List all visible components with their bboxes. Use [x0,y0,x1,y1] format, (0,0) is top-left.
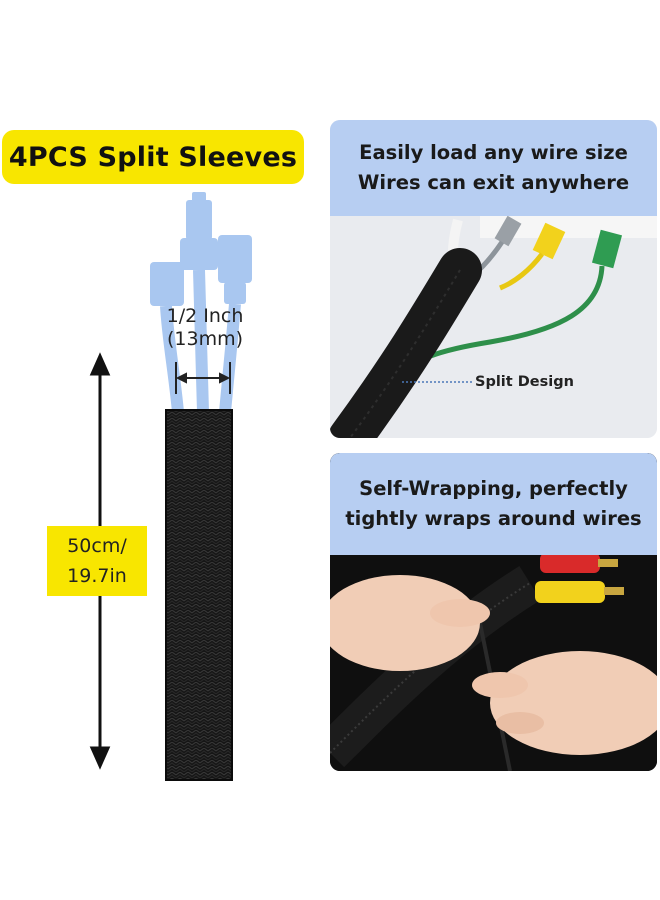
length-badge: 50cm/ 19.7in [47,526,147,596]
length-in: 19.7in [67,565,127,587]
product-title-badge: 4PCS Split Sleeves [2,130,304,184]
left-hand [330,575,480,671]
split-design-header: Easily load any wire size Wires can exit… [330,120,657,216]
split-design-callout: Split Design [475,374,574,390]
diameter-mm: (13mm) [166,328,244,350]
wrap-header-line2: tightly wraps around wires [345,507,642,530]
sleeve-illustration [89,192,252,781]
braided-sleeve [166,410,232,780]
cable-plugs-icon [150,192,252,413]
diameter-inch: 1/2 Inch [166,305,244,327]
diameter-arrow [175,362,231,394]
yellow-plug-icon [499,222,566,291]
length-cm: 50cm/ [67,535,127,557]
diameter-label: 1/2 Inch (13mm) [150,305,260,351]
split-design-panel: Easily load any wire size Wires can exit… [330,120,657,438]
split-header-line1: Easily load any wire size [359,141,628,164]
wrap-header-line1: Self-Wrapping, perfectly [359,477,628,500]
product-title: 4PCS Split Sleeves [8,141,298,173]
rca-red-plug-icon [540,553,618,573]
split-header-line2: Wires can exit anywhere [357,171,630,194]
self-wrapping-panel: Self-Wrapping, perfectly tightly wraps a… [330,453,657,771]
rca-yellow-plug-icon [535,581,624,603]
self-wrapping-header: Self-Wrapping, perfectly tightly wraps a… [330,453,657,555]
